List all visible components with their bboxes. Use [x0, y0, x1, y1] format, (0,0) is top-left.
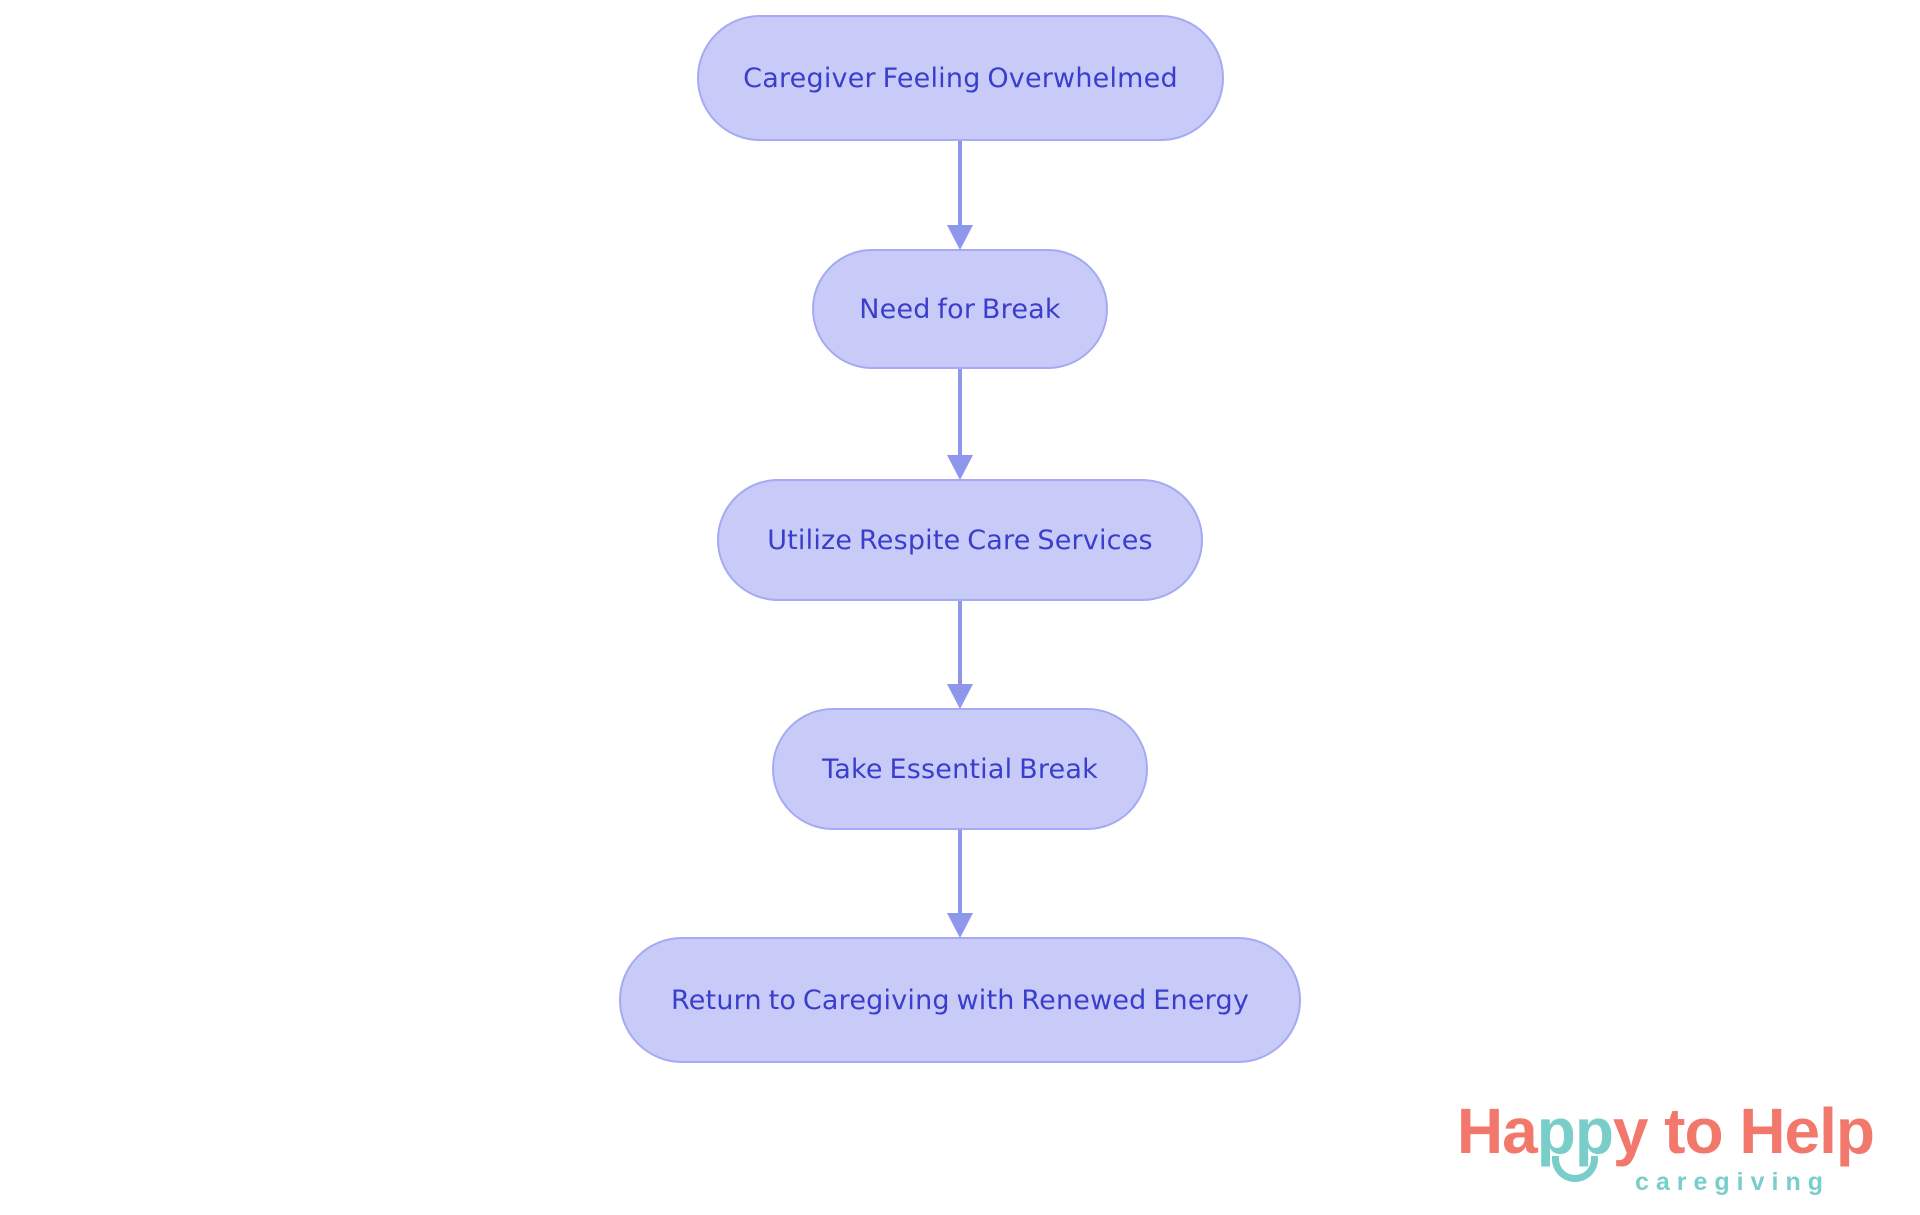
flow-node-need-for-break: Need for Break: [812, 249, 1108, 369]
flow-node-label: Take Essential Break: [822, 753, 1098, 785]
arrow-line: [958, 830, 962, 915]
arrowhead-down-icon: [947, 684, 973, 709]
logo-text-y: y: [1612, 1095, 1649, 1167]
flow-arrow-4: [947, 830, 973, 938]
arrow-line: [958, 601, 962, 686]
flow-node-take-essential-break: Take Essential Break: [772, 708, 1148, 830]
flow-arrow-2: [947, 369, 973, 480]
flow-node-label: Return to Caregiving with Renewed Energy: [670, 984, 1250, 1016]
arrowhead-down-icon: [947, 913, 973, 938]
flow-node-utilize-respite-care: Utilize Respite Care Services: [717, 479, 1203, 601]
flow-node-label: Need for Break: [859, 293, 1061, 325]
arrowhead-down-icon: [947, 225, 973, 250]
logo-text-pp: pp: [1537, 1097, 1614, 1182]
flow-node-return-renewed-energy: Return to Caregiving with Renewed Energy: [619, 937, 1301, 1063]
arrow-line: [958, 369, 962, 457]
flow-node-label: Caregiver Feeling Overwhelmed: [743, 62, 1178, 94]
logo-text-to-help: to Help: [1664, 1095, 1875, 1167]
arrowhead-down-icon: [947, 455, 973, 480]
flow-arrow-1: [947, 141, 973, 250]
arrow-line: [958, 141, 962, 227]
logo-tagline: caregiving: [1634, 1168, 1830, 1197]
smile-icon: [1551, 1156, 1598, 1182]
flow-node-label: Utilize Respite Care Services: [767, 524, 1153, 556]
logo-text-ha: Ha: [1456, 1095, 1538, 1167]
flow-arrow-3: [947, 601, 973, 709]
flow-node-caregiver-overwhelmed: Caregiver Feeling Overwhelmed: [697, 15, 1224, 141]
